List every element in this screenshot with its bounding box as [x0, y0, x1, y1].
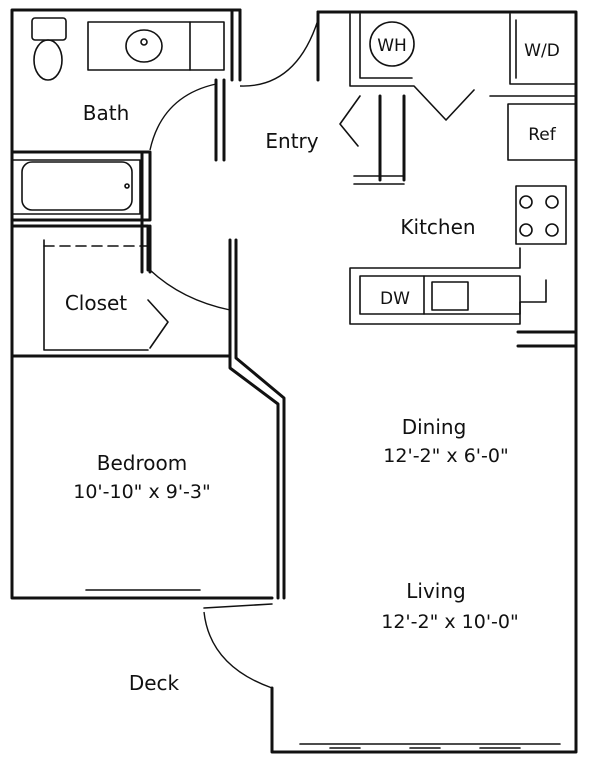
bath-area — [10, 17, 226, 222]
fixture-labels: WH W/D Ref DW — [369, 21, 560, 309]
label-refrigerator: Ref — [528, 125, 557, 145]
label-deck: Deck — [129, 671, 180, 695]
label-bath: Bath — [83, 101, 130, 125]
label-living: Living — [406, 579, 465, 603]
doors — [203, 19, 319, 689]
toilet-icon — [31, 17, 67, 81]
label-washer-dryer: W/D — [524, 41, 560, 61]
label-kitchen: Kitchen — [400, 215, 475, 239]
room-labels: Bath Entry Kitchen Closet Bedroom 10'-10… — [65, 101, 519, 695]
label-bedroom-dim: 10'-10" x 9'-3" — [73, 481, 211, 503]
kitchen-area — [339, 13, 578, 348]
sink-icon — [87, 21, 225, 71]
label-water-heater: WH — [377, 36, 407, 56]
label-dining-dim: 12'-2" x 6'-0" — [383, 445, 508, 467]
label-bedroom: Bedroom — [97, 451, 187, 475]
label-entry: Entry — [265, 129, 318, 153]
stove-icon — [515, 185, 567, 245]
label-closet: Closet — [65, 291, 127, 315]
label-dining: Dining — [402, 415, 467, 439]
water-heater-icon — [369, 21, 415, 67]
closet-area — [10, 150, 232, 358]
label-dishwasher: DW — [380, 289, 410, 309]
kitchen-sink-icon — [431, 281, 469, 311]
outer-walls — [10, 8, 578, 754]
label-living-dim: 12'-2" x 10'-0" — [381, 611, 519, 633]
